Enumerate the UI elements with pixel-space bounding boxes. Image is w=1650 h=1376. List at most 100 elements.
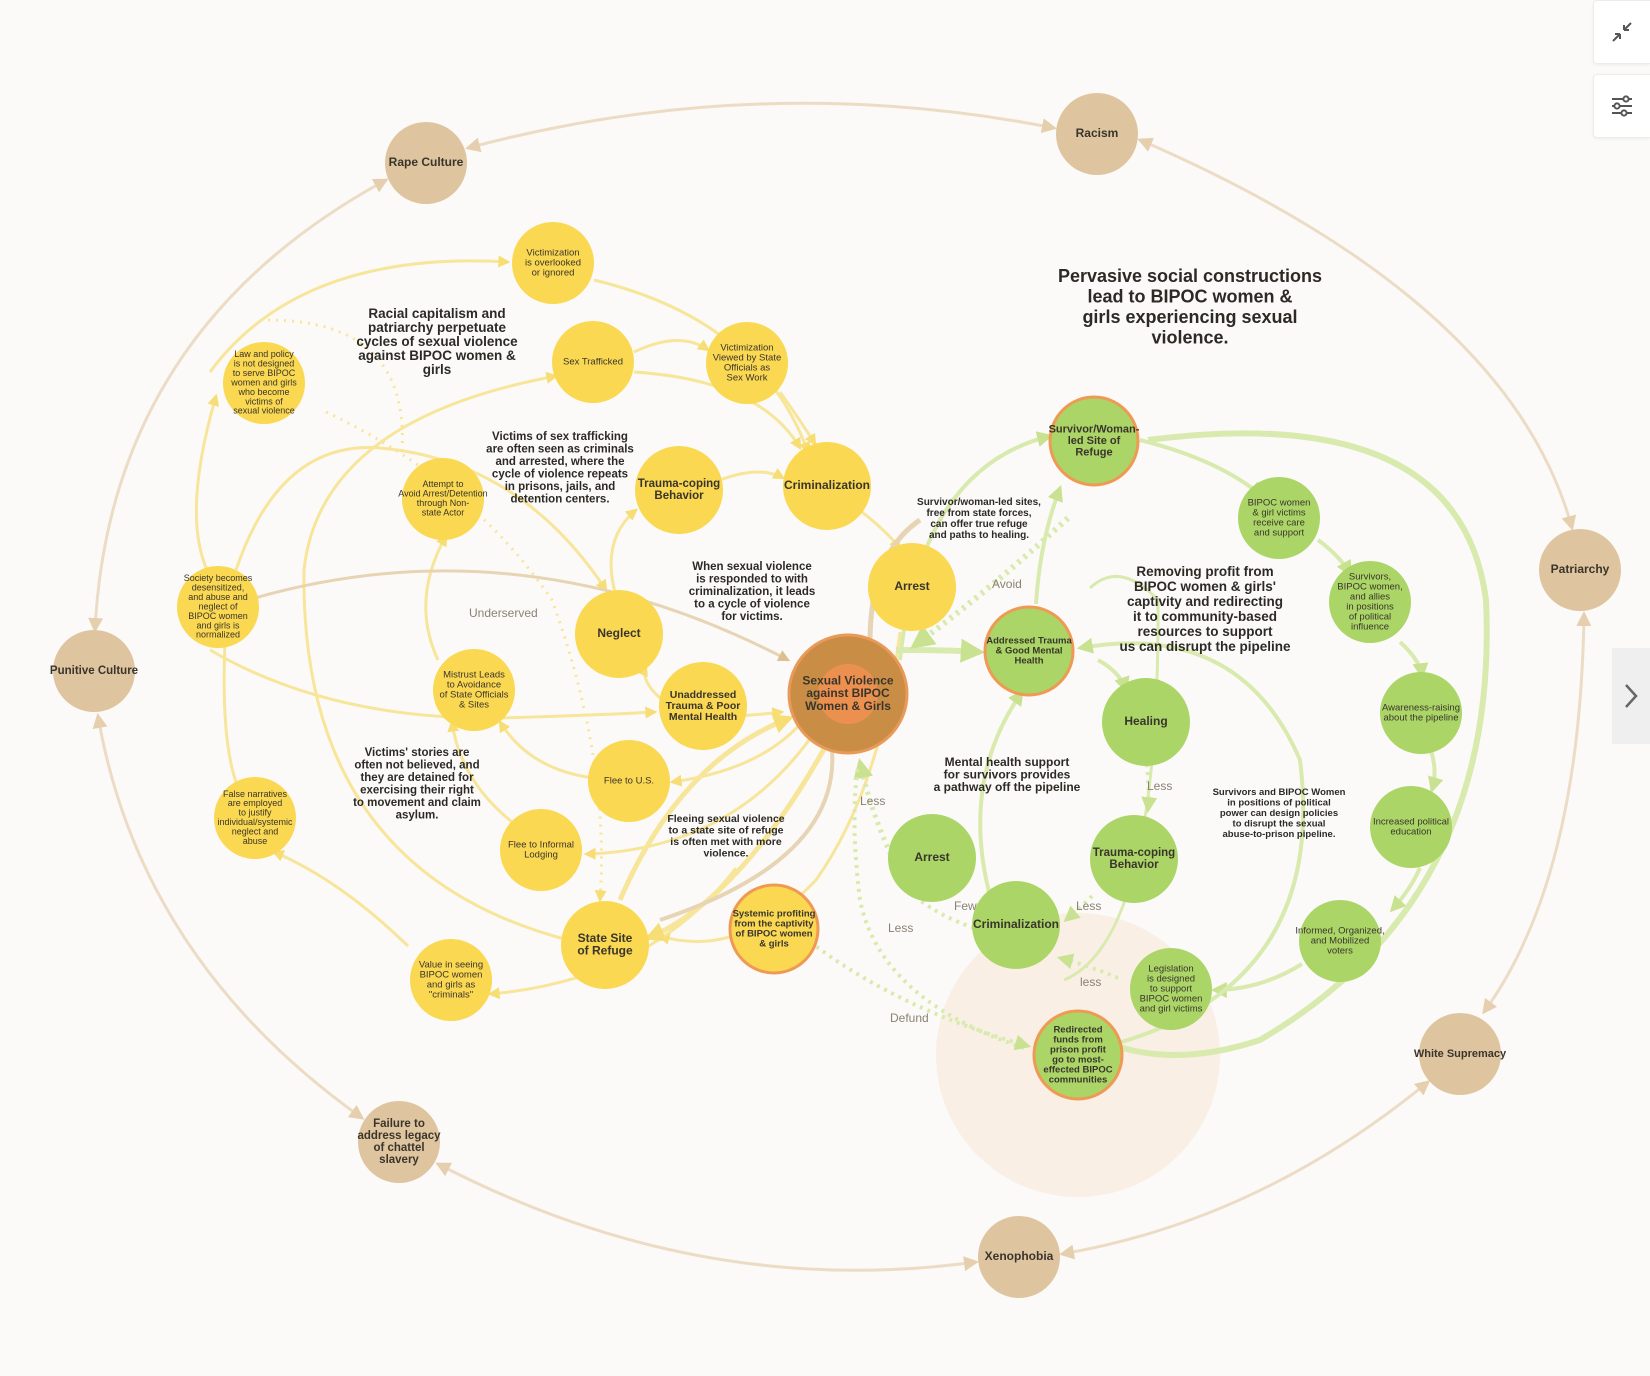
- when-violence-note-line: to a cycle of violence: [694, 599, 810, 611]
- node-arrest-g[interactable]: Arrest: [888, 814, 976, 902]
- node-neglect[interactable]: Neglect: [575, 590, 663, 678]
- edge-label-avoid: Avoid: [992, 577, 1022, 591]
- node-survivors-political-label-line: and allies: [1350, 592, 1390, 603]
- node-racism[interactable]: Racism: [1056, 93, 1138, 175]
- node-unaddressed-trauma-label-line: Trauma & Poor: [666, 700, 741, 712]
- node-law-policy-label-line: victims of: [245, 396, 283, 406]
- trafficking-note-line: and arrested, where the: [495, 456, 624, 468]
- node-survivors-political-label-line: Survivors,: [1349, 572, 1391, 583]
- node-victimization-overlooked-label-line: or ignored: [532, 267, 575, 278]
- node-criminalization-g[interactable]: Criminalization: [972, 881, 1060, 969]
- node-flee-informal-label-line: Lodging: [524, 850, 558, 861]
- node-victimization-sexwork-label-line: Victimization: [720, 343, 773, 354]
- node-patriarchy[interactable]: Patriarchy: [1539, 529, 1621, 611]
- node-circle: [1329, 561, 1411, 643]
- node-circle: [868, 543, 956, 631]
- node-attempt-avoid-label-line: Avoid Arrest/Detention: [398, 489, 487, 499]
- node-criminalization-y[interactable]: Criminalization: [783, 442, 871, 530]
- node-society-desensitized-label-line: neglect of: [198, 601, 238, 611]
- node-mistrust-leads-label-line: to Avoidance: [447, 680, 501, 691]
- edge-label-less-b: Less: [1147, 779, 1172, 793]
- when-violence-note-line: for victims.: [721, 611, 782, 623]
- node-circle: [1102, 678, 1190, 766]
- node-society-desensitized-label-line: normalized: [196, 630, 240, 640]
- node-victimization-sexwork-label-line: Viewed by State: [713, 353, 781, 364]
- racial-capitalism-note-line: against BIPOC women &: [358, 348, 516, 363]
- node-circle: [385, 122, 467, 204]
- node-racism-label-line: Racism: [1076, 126, 1119, 140]
- node-victimization-sexwork-label-line: Officials as: [724, 363, 771, 374]
- node-legislation-designed-label-line: to support: [1150, 984, 1193, 995]
- node-circle: [358, 1101, 440, 1183]
- node-legislation-designed-label-line: and girl victims: [1140, 1003, 1203, 1014]
- node-false-narratives-label-line: neglect and: [232, 827, 279, 837]
- node-flee-us[interactable]: Flee to U.S.: [588, 740, 670, 822]
- filters-button[interactable]: [1593, 74, 1650, 138]
- node-xenophobia[interactable]: Xenophobia: [978, 1216, 1060, 1298]
- node-flee-informal-label-line: Flee to Informal: [508, 840, 574, 851]
- node-circle: [552, 321, 634, 403]
- node-circle: [978, 1216, 1060, 1298]
- node-systemic-profiting-label-line: of BIPOC women: [735, 929, 812, 940]
- node-bipoc-care-label-line: & girl victims: [1252, 508, 1306, 519]
- node-false-narratives-label-line: to justify: [238, 808, 272, 818]
- trafficking-note-line: Victims of sex trafficking: [492, 431, 628, 443]
- node-circle: [223, 342, 305, 424]
- next-panel-button[interactable]: [1612, 648, 1650, 744]
- node-white-supremacy[interactable]: White Supremacy: [1414, 1013, 1507, 1095]
- node-legislation-designed-label-line: is designed: [1147, 974, 1195, 985]
- node-punitive-culture[interactable]: Punitive Culture: [50, 630, 138, 712]
- node-healing[interactable]: Healing: [1102, 678, 1190, 766]
- node-state-site-refuge-label-line: of Refuge: [577, 943, 633, 957]
- fleeing-note-line: violence.: [704, 848, 749, 860]
- node-criminalization-g-label-line: Criminalization: [973, 917, 1059, 931]
- node-circle: [1130, 948, 1212, 1030]
- node-sexual-violence-label-line: Sexual Violence: [802, 674, 893, 688]
- node-victimization-sexwork-label-line: Sex Work: [726, 372, 767, 383]
- removing-profit-note-line: resources to support: [1137, 624, 1273, 639]
- node-sex-trafficked[interactable]: Sex Trafficked: [552, 321, 634, 403]
- node-law-policy-label-line: is not designed: [234, 358, 295, 368]
- fleeing-note-line: to a state site of refuge: [669, 825, 784, 837]
- node-failure-legacy-label-line: of chattel: [373, 1142, 424, 1154]
- node-arrest-y-label-line: Arrest: [894, 579, 929, 593]
- node-circle: [1238, 477, 1320, 559]
- node-survivors-political-label-line: BIPOC women,: [1337, 582, 1402, 593]
- node-failure-legacy-label-line: slavery: [379, 1154, 419, 1166]
- node-survivor-led-refuge-label-line: led Site of: [1068, 435, 1121, 447]
- node-false-narratives-label-line: False narratives: [223, 789, 288, 799]
- node-redirected-funds-label-line: go to most-: [1052, 1055, 1104, 1066]
- node-criminalization-y-label-line: Criminalization: [784, 478, 870, 492]
- node-value-criminals-label-line: BIPOC women: [420, 970, 483, 981]
- node-arrest-y[interactable]: Arrest: [868, 543, 956, 631]
- collapse-button[interactable]: [1593, 0, 1650, 64]
- node-circle: [1032, 1009, 1124, 1101]
- trafficking-note-line: cycle of violence repeats: [492, 469, 628, 481]
- node-rape-culture[interactable]: Rape Culture: [385, 122, 467, 204]
